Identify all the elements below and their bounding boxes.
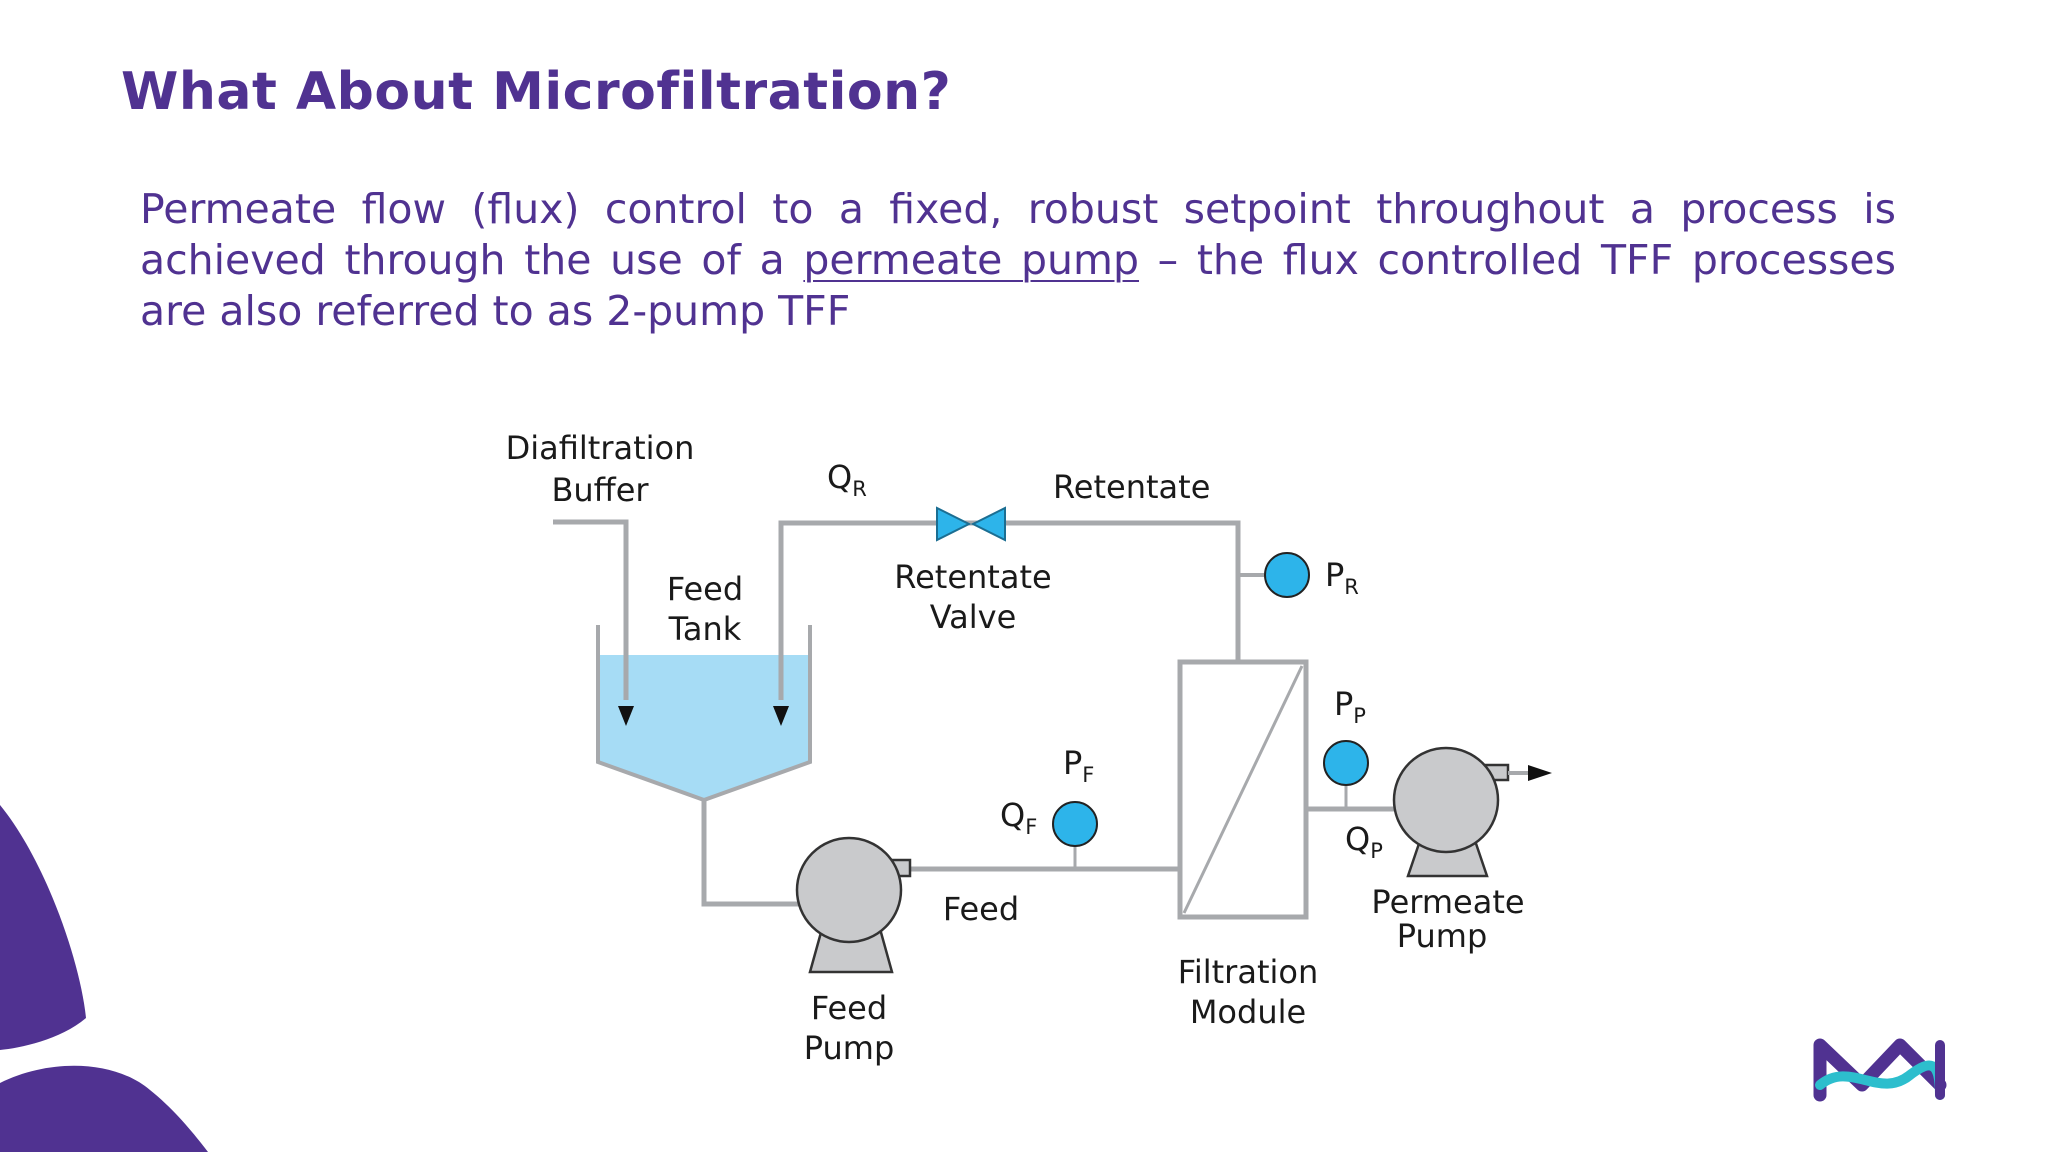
retentate-flow-label: QR — [827, 458, 867, 501]
company-logo — [1813, 1038, 1947, 1102]
permeate-pump-link[interactable]: permeate pump — [803, 236, 1140, 284]
retentate-valve — [936, 506, 1006, 542]
paragraph-text-before: Permeate flow (flux) control to a fixed,… — [140, 185, 1896, 284]
feed-tank-label-line2: Tank — [668, 610, 742, 648]
retentate-valve-label-line2: Valve — [930, 598, 1017, 636]
slide-title: What About Microfiltration? — [121, 62, 952, 122]
permeate-pressure-gauge — [1323, 740, 1369, 786]
permeate-pressure-label: PP — [1334, 685, 1366, 728]
decorative-purple-shape-upper — [0, 805, 86, 1050]
decorative-purple-shape-lower — [0, 1065, 208, 1152]
retentate-inlet-arrow — [773, 706, 789, 726]
retentate-label: Retentate — [1053, 468, 1210, 506]
feed-pump-label-line1: Feed — [811, 989, 887, 1027]
feed-tank-liquid — [598, 655, 810, 800]
paragraph-text-after: – the flux controlled TFF processes are … — [140, 236, 1896, 335]
feed-pressure-gauge — [1052, 801, 1098, 847]
filtration-membrane — [1182, 665, 1304, 914]
tank-outlet-pipe — [701, 800, 800, 907]
retentate-pressure-label: PR — [1325, 556, 1359, 599]
permeate-outlet-arrow — [1528, 765, 1552, 781]
slide-paragraph: Permeate flow (flux) control to a fixed,… — [140, 184, 1896, 337]
feed-pump — [795, 836, 912, 974]
diafiltration-label-line2: Buffer — [551, 471, 649, 509]
diafiltration-label-line1: Diafiltration — [506, 429, 695, 467]
feed-pump-label-line2: Pump — [804, 1029, 895, 1067]
filtration-module-label-line2: Module — [1190, 993, 1306, 1031]
retentate-valve-label-line1: Retentate — [894, 558, 1051, 596]
feed-pressure-label: PF — [1063, 744, 1094, 787]
permeate-pump — [1392, 746, 1510, 878]
retentate-pressure-gauge — [1264, 552, 1310, 598]
feed-flow-label: QF — [1000, 796, 1037, 839]
retentate-pipe — [778, 520, 1241, 700]
feed-label: Feed — [943, 890, 1019, 928]
permeate-flow-label: QP — [1345, 820, 1383, 863]
feed-tank-label-line1: Feed — [667, 570, 743, 608]
permeate-pump-label-line1: Permeate — [1371, 883, 1524, 921]
diafiltration-buffer-pipe — [553, 519, 629, 700]
filtration-module-label-line1: Filtration — [1178, 953, 1318, 991]
buffer-inlet-arrow — [618, 706, 634, 726]
permeate-pump-label-line2: Pump — [1397, 917, 1488, 955]
